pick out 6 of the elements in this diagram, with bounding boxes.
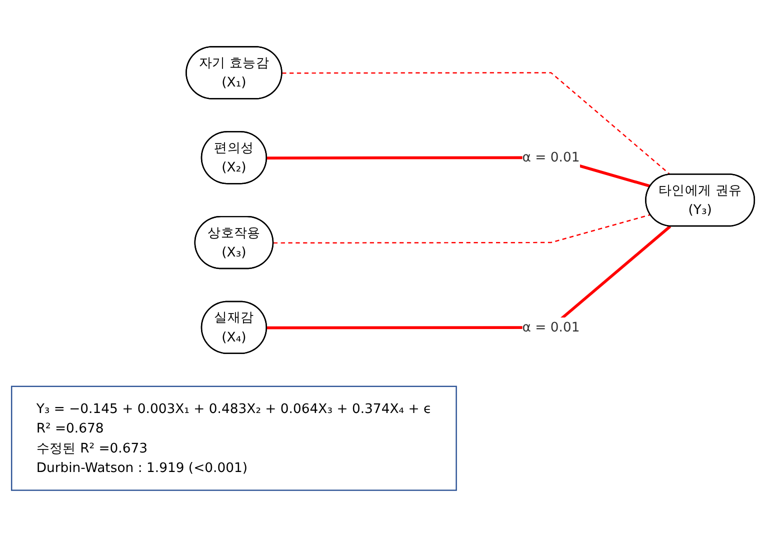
edge-label: α = 0.01	[522, 319, 580, 335]
connector	[273, 214, 651, 244]
connector	[282, 72, 671, 176]
edge-label: α = 0.01	[522, 149, 580, 166]
node-box: Y₃ = −0.145 + 0.003X₁ + 0.483X₂ + 0.064X₃ + 0.374X₄ + ϵ R² =0.678 수정된 R² =0.673 Durbin-Watson : 1.919 (<0.001)	[10, 386, 457, 491]
connector	[266, 225, 672, 330]
